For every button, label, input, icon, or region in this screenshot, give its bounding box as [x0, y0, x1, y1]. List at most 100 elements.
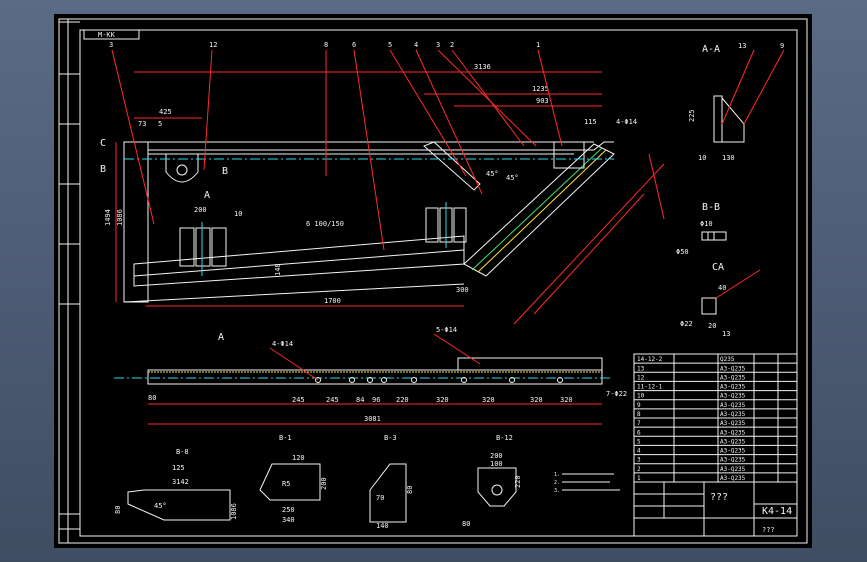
- dim-3142: 3142: [172, 478, 189, 486]
- chute-weld-line: [477, 149, 607, 273]
- leader-9: [743, 49, 785, 125]
- dim-diagonal-2: [533, 193, 645, 315]
- dim-80b: 80: [114, 506, 122, 514]
- detail-4-hole: [491, 484, 503, 496]
- chain-dim: 320: [482, 396, 495, 404]
- section-ca-box: [701, 297, 717, 315]
- parts-material-cell: A3-Q235: [720, 448, 746, 455]
- dim-1086b: 1086: [230, 503, 238, 520]
- hole: [381, 377, 387, 383]
- dim-7-22: 7-Φ22: [606, 390, 627, 398]
- balloon-6: 6: [352, 41, 356, 49]
- upper-plate: [423, 141, 481, 191]
- dim-125: 125: [172, 464, 185, 472]
- balloon-4: 4: [414, 41, 418, 49]
- hole: [557, 377, 563, 383]
- hole: [461, 377, 467, 383]
- note: 2.: [554, 480, 560, 486]
- dim-1494: 1494: [104, 209, 112, 226]
- balloon-5: 5: [388, 41, 392, 49]
- hole: [509, 377, 515, 383]
- note: 3.: [554, 488, 560, 494]
- dim-45c: 45°: [154, 502, 167, 510]
- leader-1: [537, 49, 563, 147]
- block-6: [453, 207, 467, 243]
- balloon-12: 12: [209, 41, 217, 49]
- dim-4-14b: 4-Φ14: [272, 340, 293, 348]
- parts-material-cell: A3-Q235: [720, 402, 746, 409]
- drawing-canvas: M-KK 3136 1235 903 425 73 5 1494 1086 20…: [58, 18, 808, 544]
- hole: [411, 377, 417, 383]
- view-label-b8: B-8: [176, 448, 189, 456]
- section-bb-bolt: [707, 231, 715, 241]
- parts-no-cell: 8: [637, 411, 641, 418]
- parts-no-cell: 6: [637, 429, 641, 436]
- parts-no-cell: 3: [637, 457, 641, 464]
- leader-5-14: [433, 333, 481, 365]
- lower-beam: [147, 369, 603, 385]
- dim-chain: 245 245 84 96 220 320 320 320 320: [292, 396, 573, 404]
- leader-13: [721, 49, 755, 125]
- marker-b: B: [100, 164, 106, 175]
- dim-20: 20: [708, 322, 716, 330]
- parts-material-cell: A3-Q235: [720, 393, 746, 400]
- parts-material-cell: A3-Q235: [720, 365, 746, 372]
- parts-no-cell: 2: [637, 466, 641, 473]
- detail-plate-2: [259, 463, 321, 501]
- dim-340: 340: [282, 516, 295, 524]
- hole: [349, 377, 355, 383]
- chain-dim: 245: [292, 396, 305, 404]
- cad-viewport[interactable]: M-KK 3136 1235 903 425 73 5 1494 1086 20…: [54, 14, 812, 548]
- dim-diagonal-1: [513, 163, 665, 325]
- leader-4: [415, 49, 483, 195]
- title-block: ??? K4-14 ???: [633, 481, 798, 537]
- dim-4-14: 4-Φ14: [616, 118, 637, 126]
- top-bracket: [165, 154, 199, 183]
- block-1: [179, 227, 195, 267]
- chain-dim: 320: [436, 396, 449, 404]
- view-label-b1: B-1: [279, 434, 292, 442]
- dim-300: 300: [456, 286, 469, 294]
- dim-100: 100: [490, 460, 503, 468]
- section-ca-label: CA: [712, 262, 724, 273]
- dim-phi50: Φ50: [676, 248, 689, 256]
- parts-no-cell: 1: [637, 475, 641, 482]
- dim-5: 5: [158, 120, 162, 128]
- hole: [367, 377, 373, 383]
- balloon-8: 8: [324, 41, 328, 49]
- dim-200c: 200: [490, 452, 503, 460]
- balloon-9: 9: [780, 42, 784, 50]
- parts-no-cell: 14-12-2: [637, 356, 663, 363]
- detail-plate-4: [477, 467, 517, 507]
- dim-73: 73: [138, 120, 146, 128]
- block-3: [211, 227, 227, 267]
- top-left-tag: M-KK: [98, 31, 116, 39]
- dim-120: 120: [292, 454, 305, 462]
- angle-45b: 45°: [506, 174, 519, 182]
- balloon-3c: 3: [436, 41, 440, 49]
- angle-45a: 45°: [486, 170, 499, 178]
- dim-425: 425: [159, 108, 172, 116]
- block-4: [425, 207, 439, 243]
- leader-12: [203, 49, 213, 171]
- section-aa-rib: [721, 96, 745, 143]
- chute-centerline: [471, 147, 603, 271]
- lower-rail-mid: [133, 249, 465, 277]
- dim-220: 220: [514, 475, 522, 488]
- chain-dim: 245: [326, 396, 339, 404]
- marker-a: A: [204, 190, 210, 201]
- base-line: [123, 283, 465, 303]
- leader-ca: [715, 269, 761, 299]
- parts-material-cell: A3-Q235: [720, 374, 746, 381]
- dim-1235: 1235: [532, 85, 549, 93]
- parts-material-cell: Q235: [720, 356, 735, 363]
- dim-40: 40: [718, 284, 726, 292]
- inner-frame: [79, 29, 798, 537]
- dim-148: 148: [274, 263, 282, 276]
- view-label-b3: B-3: [384, 434, 397, 442]
- dim-115: 115: [584, 118, 597, 126]
- section-aa-plate: [713, 95, 723, 143]
- dim-80c: 80: [406, 486, 414, 494]
- hole: [315, 377, 321, 383]
